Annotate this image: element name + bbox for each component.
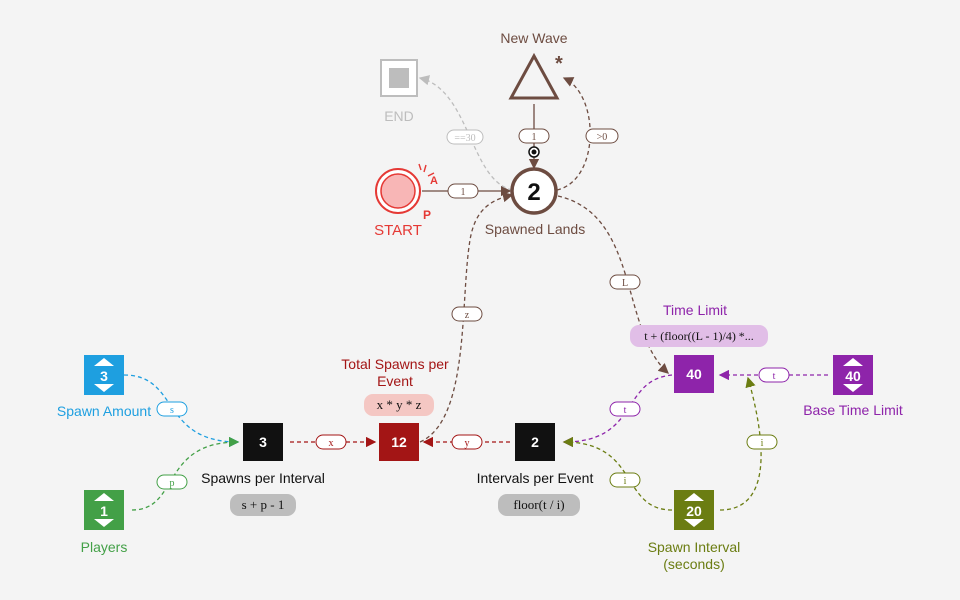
edge-label-lands-to-wave: >0 (585, 128, 619, 144)
players-label: Players (80, 539, 128, 555)
edge-label-players-to-spi: p (156, 474, 188, 490)
edge-amount-to-spi (123, 374, 240, 448)
new-wave-triangle-icon[interactable]: * (508, 52, 563, 100)
time-limit-value[interactable]: 40 (674, 355, 714, 393)
edge-label-lands-to-time: L (609, 274, 641, 290)
spawn-amount-label: Spawn Amount (56, 403, 152, 419)
time-limit-formula: t + (floor((L - 1)/4) *... (630, 325, 768, 347)
svg-text:1: 1 (532, 132, 537, 143)
svg-text:i: i (624, 476, 627, 487)
edge-lands-to-time (557, 195, 669, 374)
spawn-interval-label-line1: Spawn Interval (647, 539, 741, 555)
svg-text:>0: >0 (597, 132, 608, 143)
end-square-icon[interactable] (380, 59, 418, 97)
spawned-lands-label: Spawned Lands (484, 221, 586, 237)
svg-text:40: 40 (845, 368, 861, 384)
total-spawns-label-line1: Total Spawns per (341, 356, 449, 372)
edge-label-lands-to-end: ==30 (446, 129, 484, 145)
start-label: START (374, 222, 422, 239)
svg-text:A: A (430, 175, 438, 187)
svg-text:t: t (624, 405, 627, 416)
spawn-amount-register-icon[interactable]: 3 (84, 355, 124, 395)
base-time-limit-register-icon[interactable]: 40 (833, 355, 873, 395)
edge-label-ipe-to-total: y (451, 434, 483, 450)
spawn-interval-label-line2: (seconds) (663, 556, 725, 572)
svg-text:20: 20 (686, 503, 702, 519)
edge-label-total-to-lands: z (451, 306, 483, 322)
edge-label-amount-to-spi: s (156, 401, 188, 417)
svg-text:s: s (170, 405, 174, 416)
edge-label-interval-to-time: i (746, 434, 778, 450)
svg-text:1: 1 (461, 187, 466, 198)
new-wave-label: New Wave (500, 30, 568, 46)
players-register-icon[interactable]: 1 (84, 490, 124, 530)
trigger-marker-icon (528, 146, 540, 158)
svg-text:*: * (555, 53, 563, 75)
time-limit-label: Time Limit (662, 302, 728, 318)
intervals-per-event-label: Intervals per Event (476, 470, 594, 486)
spawns-per-interval-label: Spawns per Interval (201, 470, 325, 486)
svg-text:y: y (465, 438, 470, 449)
svg-text:x: x (329, 438, 334, 449)
edge-label-start-to-lands: 1 (447, 183, 479, 199)
total-spawns-label-line2: Event (377, 373, 413, 389)
svg-text:2: 2 (527, 179, 540, 206)
edge-label-time-to-ipe: t (609, 401, 641, 417)
spawns-per-interval-formula: s + p - 1 (230, 494, 296, 516)
svg-text:i: i (761, 438, 764, 449)
intervals-per-event-formula: floor(t / i) (498, 494, 580, 516)
start-circle-icon[interactable]: A P (375, 163, 438, 222)
total-spawns-formula: x * y * z (364, 394, 434, 416)
spawn-interval-register-icon[interactable]: 20 (674, 490, 714, 530)
svg-text:1: 1 (100, 503, 108, 519)
svg-text:z: z (465, 310, 470, 321)
base-time-limit-label: Base Time Limit (803, 402, 903, 418)
svg-text:3: 3 (100, 368, 108, 384)
intervals-per-event-value[interactable]: 2 (515, 423, 555, 461)
edge-total-to-lands (419, 191, 514, 443)
spawns-per-interval-value[interactable]: 3 (243, 423, 283, 461)
svg-text:L: L (622, 278, 628, 289)
svg-text:==30: ==30 (454, 133, 475, 144)
svg-text:t: t (773, 371, 776, 382)
end-label: END (384, 108, 414, 124)
edge-interval-to-time (719, 376, 762, 511)
svg-text:p: p (170, 478, 175, 489)
edge-lands-to-wave (556, 77, 591, 191)
start-marker: P (423, 208, 431, 222)
edge-label-interval-to-ipe: i (609, 472, 641, 488)
edge-label-base-to-time: t (758, 367, 790, 383)
spawned-lands-pool[interactable]: 2 (510, 167, 558, 215)
total-spawns-value[interactable]: 12 (379, 423, 419, 461)
edge-label-wave-to-lands: 1 (518, 128, 550, 144)
edge-label-spi-to-total: x (315, 434, 347, 450)
